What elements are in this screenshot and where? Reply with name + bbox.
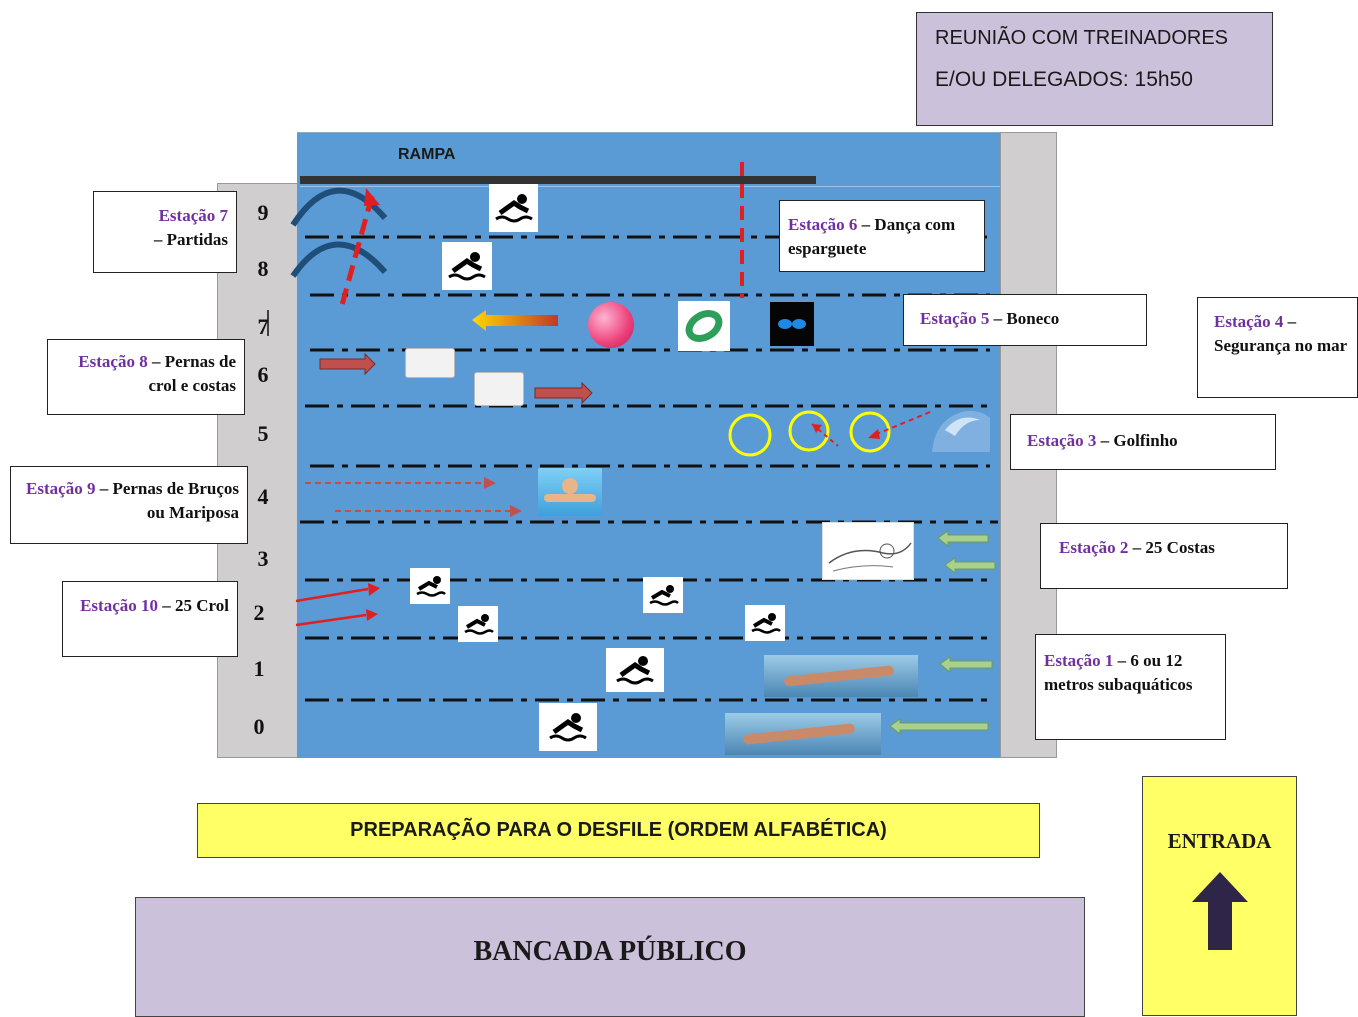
- breaststroke-swimmer-image: [538, 468, 602, 516]
- parade-prep-bar: PREPARAÇÃO PARA O DESFILE (ORDEM ALFABÉT…: [197, 803, 1040, 858]
- station-3-label: Estação 3 – Golfinho: [1010, 414, 1276, 470]
- station-5-name: Estação 5: [920, 309, 990, 328]
- ball-icon: [588, 302, 634, 348]
- arrow-icon: [939, 656, 993, 674]
- entrance: ENTRADA: [1142, 776, 1297, 1016]
- starting-arc-icon: [290, 187, 388, 227]
- station-2-label: Estação 2 – 25 Costas: [1040, 523, 1288, 589]
- ramp-bar: [300, 176, 816, 184]
- starting-arc-icon: [290, 241, 388, 278]
- swimmer-icon: [539, 703, 597, 751]
- underwater-swimmer-image: [725, 713, 881, 755]
- lane-number-2: 2: [253, 600, 265, 625]
- station-2-desc: – 25 Costas: [1132, 538, 1215, 557]
- station-6-label: Estação 6 – Dança com esparguete: [779, 200, 985, 272]
- lane-number-3: 3: [257, 546, 269, 571]
- lane-number-6: 6: [257, 362, 269, 387]
- station-7-label: Estação 7 – Partidas: [93, 191, 237, 273]
- ring-icon: [678, 301, 730, 351]
- station-8-label: Estação 8 – Pernas de crol e costas: [47, 339, 245, 415]
- public-stands-text: BANCADA PÚBLICO: [473, 936, 747, 967]
- station-2-name: Estação 2: [1059, 538, 1129, 557]
- station-9-desc: – Pernas de Bruços ou Mariposa: [99, 479, 239, 522]
- start-red-line: [339, 195, 375, 306]
- goggles-icon: [770, 302, 814, 346]
- station-1-desc: – 6 ou 12 metros subaquáticos: [1044, 651, 1193, 694]
- ramp-edge-line: [300, 186, 1000, 187]
- lane-lines: [300, 235, 998, 702]
- lane-number-0: 0: [253, 714, 265, 739]
- station-4-name: Estação 4: [1214, 312, 1284, 331]
- swimmer-icon: [606, 648, 664, 692]
- station-6-desc: – Dança com esparguete: [788, 215, 956, 258]
- station-7-desc: – Partidas: [153, 230, 228, 249]
- underwater-swimmer-image: [764, 655, 918, 697]
- meeting-line2: E/OU DELEGADOS: 15h50: [935, 68, 1193, 91]
- station-4-label: Estação 4 – Segurança no mar: [1197, 297, 1358, 398]
- dolphin-icon: [932, 410, 990, 452]
- station-5-label: Estação 5 – Boneco: [903, 294, 1147, 346]
- station-4-desc: – Segurança no mar: [1214, 312, 1348, 355]
- arrow-icon: [534, 381, 593, 405]
- arrow-icon: [889, 718, 989, 736]
- station-5-desc: – Boneco: [993, 309, 1060, 328]
- swimmer-icon: [745, 605, 785, 641]
- hoop-icon: [788, 410, 830, 452]
- station-9-name: Estação 9: [26, 479, 96, 498]
- swimmer-icon: [643, 577, 683, 613]
- swimmer-icon: [489, 184, 538, 232]
- lane-number-9: 9: [257, 200, 269, 225]
- station-10-label: Estação 10 – 25 Crol: [62, 581, 238, 657]
- arrow-icon: [472, 310, 558, 331]
- entrance-label: ENTRADA: [1167, 829, 1272, 853]
- kickboard-icon: [405, 348, 455, 378]
- station-1-name: Estação 1: [1044, 651, 1114, 670]
- arrow-icon: [937, 530, 989, 548]
- ramp-label: RAMPA: [398, 146, 456, 163]
- meeting-box: REUNIÃO COM TREINADORES E/OU DELEGADOS: …: [916, 12, 1273, 126]
- station-7-name: Estação 7: [158, 206, 228, 225]
- public-stands: BANCADA PÚBLICO: [135, 897, 1085, 1017]
- station-9-label: Estação 9 – Pernas de Bruços ou Mariposa: [10, 466, 248, 544]
- lane-number-4: 4: [257, 484, 269, 509]
- hoop-icon: [728, 413, 772, 457]
- station-3-desc: – Golfinho: [1100, 431, 1178, 450]
- swimmer-icon: [458, 606, 498, 642]
- arrow-up-icon: [1191, 872, 1248, 950]
- station-10-name: Estação 10: [80, 596, 158, 615]
- swimmer-icon: [410, 568, 450, 604]
- lane-number-1: 1: [253, 656, 265, 681]
- lane-number-8: 8: [257, 256, 269, 281]
- kickboard-icon: [474, 372, 524, 406]
- station-3-name: Estação 3: [1027, 431, 1097, 450]
- hoop-icon: [849, 411, 891, 453]
- swimmer-icon: [442, 242, 492, 290]
- station-8-desc: – Pernas de crol e costas: [148, 352, 237, 395]
- meeting-line1: REUNIÃO COM TREINADORES: [935, 27, 1228, 49]
- lane-number-5: 5: [257, 421, 269, 446]
- station-1-label: Estação 1 – 6 ou 12 metros subaquáticos: [1035, 634, 1226, 740]
- parade-prep-text: PREPARAÇÃO PARA O DESFILE (ORDEM ALFABÉT…: [350, 819, 887, 841]
- station-6-name: Estação 6: [788, 215, 858, 234]
- arrow-icon: [319, 352, 376, 376]
- arrow-icon: [944, 557, 996, 575]
- lane-number-7: 7: [257, 314, 269, 339]
- station-10-desc: – 25 Crol: [162, 596, 229, 615]
- station-8-name: Estação 8: [78, 352, 148, 371]
- backstroke-sketch-image: [822, 522, 914, 580]
